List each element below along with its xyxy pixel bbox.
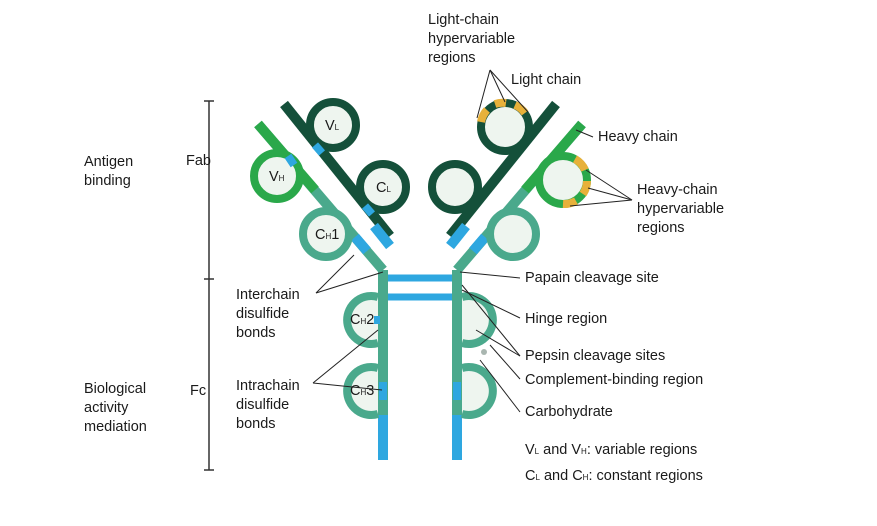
fc-stem	[378, 270, 462, 460]
cl-domain-left	[356, 160, 410, 217]
left-light-chain	[280, 100, 394, 250]
ch3-domain-label: CH3	[350, 383, 375, 399]
light-chain-hypervariable-label: Light-chain hypervariable regions	[428, 12, 516, 66]
ch3-domain-left	[343, 363, 380, 419]
carbohydrate-marker	[481, 349, 487, 355]
legend-variable-regions: VL and VH: variable regions	[525, 442, 698, 458]
fab-fc-bracket	[204, 100, 214, 471]
complement-binding-label: Complement-binding region	[525, 372, 704, 388]
fab-label: Fab	[186, 153, 211, 169]
intrachain-bond-marker-right	[453, 382, 461, 400]
papain-cleavage-label: Papain cleavage site	[525, 270, 659, 286]
ch2-domain-label: CH2	[350, 312, 375, 328]
carbohydrate-label: Carbohydrate	[525, 404, 613, 420]
biological-activity-label: Biological activity mediation	[84, 381, 147, 435]
legend-constant-regions: CL and CH: constant regions	[525, 468, 703, 484]
hinge-region-label: Hinge region	[525, 311, 608, 327]
pepsin-cleavage-label: Pepsin cleavage sites	[525, 348, 666, 364]
hinge-disulfide-bonds	[388, 274, 452, 301]
intrachain-bond-marker	[379, 382, 387, 400]
ch2-domain-right	[460, 292, 497, 348]
intrachain-label: Intrachain disulfide bonds	[236, 378, 300, 432]
interchain-label: Interchain disulfide bonds	[236, 287, 300, 341]
vl-domain-right	[477, 98, 533, 155]
ch1-domain-left	[299, 207, 353, 261]
cl-domain-label: CL	[376, 180, 391, 196]
vl-domain-label: VL	[325, 118, 340, 134]
vh-domain-left	[250, 149, 304, 203]
ch1-domain-label: CH1	[315, 227, 340, 243]
light-chain-label: Light chain	[511, 72, 582, 88]
fc-label: Fc	[190, 383, 207, 399]
heavy-chain-hypervariable-label: Heavy-chain hypervariable regions	[637, 182, 725, 236]
vh-domain-label: VH	[269, 169, 285, 185]
ch1-domain-right	[486, 207, 540, 261]
antigen-binding-label: Antigen binding	[84, 154, 134, 189]
ch3-domain-right	[460, 363, 497, 419]
vl-domain-left	[306, 98, 360, 156]
right-light-chain	[446, 100, 560, 250]
vh-domain-right	[535, 152, 591, 209]
heavy-chain-label: Heavy chain	[598, 129, 678, 145]
leader-lines	[312, 69, 633, 413]
cl-domain-right	[428, 160, 482, 214]
ch2-domain-left	[343, 292, 380, 348]
